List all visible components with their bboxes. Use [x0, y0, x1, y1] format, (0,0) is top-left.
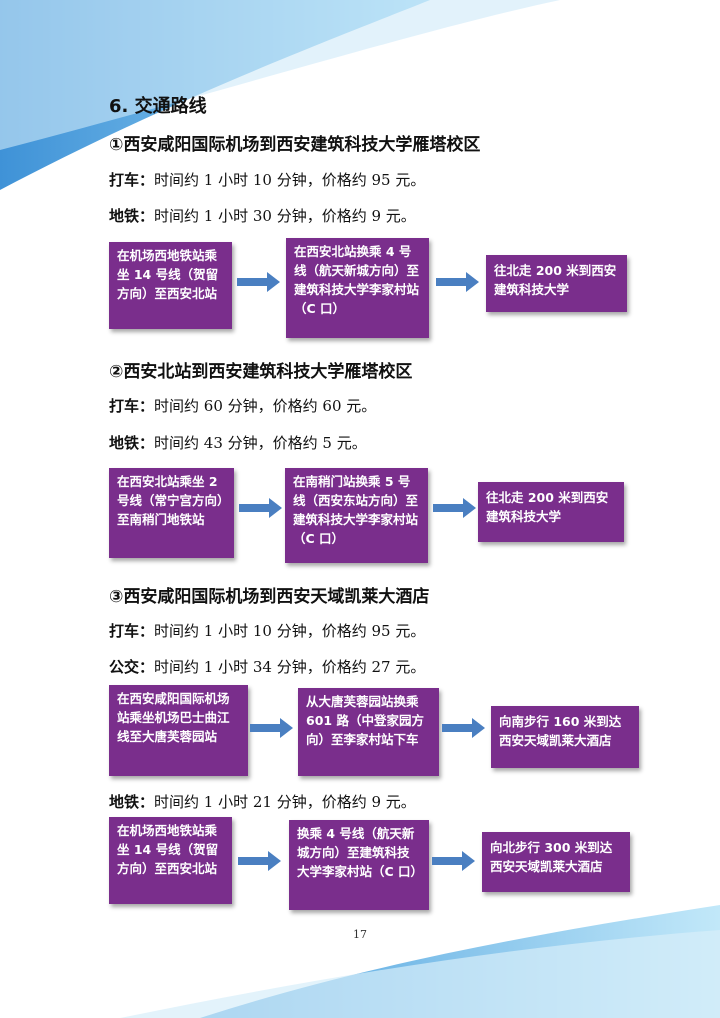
- route-1-taxi: 打车：时间约 1 小时 10 分钟，价格约 95 元。: [109, 171, 426, 189]
- bottom-wave-light: [120, 930, 720, 1018]
- route-3-title: ③西安咸阳国际机场到西安天域凯莱大酒店: [109, 587, 430, 607]
- bottom-wave: [200, 905, 720, 1018]
- arrow-right-icon: [433, 498, 476, 518]
- route-3-taxi: 打车：时间约 1 小时 10 分钟，价格约 95 元。: [109, 622, 426, 640]
- flow-box: 从大唐芙蓉园站换乘 601 路（中登家园方向）至李家村站下车: [298, 688, 439, 776]
- arrow-right-icon: [436, 272, 479, 292]
- flow-box: 在南稍门站换乘 5 号线（西安东站方向）至建筑科技大学李家村站（C 口）: [285, 468, 428, 563]
- flow-box: 在机场西地铁站乘坐 14 号线（贺留方向）至西安北站: [109, 242, 232, 329]
- arrow-right-icon: [442, 718, 485, 738]
- arrow-right-icon: [250, 718, 293, 738]
- route-1-subway: 地铁：时间约 1 小时 30 分钟，价格约 9 元。: [109, 207, 416, 225]
- route-2-subway: 地铁：时间约 43 分钟，价格约 5 元。: [109, 434, 367, 452]
- route-3-bus: 公交：时间约 1 小时 34 分钟，价格约 27 元。: [109, 658, 426, 676]
- arrow-right-icon: [238, 851, 281, 871]
- route-1-title: ①西安咸阳国际机场到西安建筑科技大学雁塔校区: [109, 135, 481, 155]
- flow-box: 在西安北站换乘 4 号线（航天新城方向）至建筑科技大学李家村站（C 口）: [286, 238, 429, 338]
- flow-box: 换乘 4 号线（航天新城方向）至建筑科技大学李家村站（C 口）: [289, 820, 429, 910]
- section-heading: 6. 交通路线: [109, 96, 207, 117]
- flow-box: 在西安北站乘坐 2 号线（常宁宫方向）至南稍门地铁站: [109, 468, 234, 558]
- route-2-title: ②西安北站到西安建筑科技大学雁塔校区: [109, 362, 413, 382]
- arrow-right-icon: [237, 272, 280, 292]
- route-3-subway: 地铁：时间约 1 小时 21 分钟，价格约 9 元。: [109, 793, 416, 811]
- flow-box: 往北走 200 米到西安建筑科技大学: [486, 255, 627, 312]
- page-number: 17: [353, 928, 367, 941]
- flow-box: 向北步行 300 米到达西安天域凯莱大酒店: [482, 832, 630, 892]
- flow-box: 在西安咸阳国际机场站乘坐机场巴士曲江线至大唐芙蓉园站: [109, 685, 248, 776]
- arrow-right-icon: [432, 851, 475, 871]
- flow-box: 往北走 200 米到西安建筑科技大学: [478, 482, 624, 542]
- flow-box: 在机场西地铁站乘坐 14 号线（贺留方向）至西安北站: [109, 817, 232, 904]
- flow-box: 向南步行 160 米到达西安天域凯莱大酒店: [491, 706, 639, 768]
- top-wave: [0, 0, 430, 190]
- route-2-taxi: 打车：时间约 60 分钟，价格约 60 元。: [109, 397, 377, 415]
- top-wave-light: [0, 0, 560, 150]
- arrow-right-icon: [239, 498, 282, 518]
